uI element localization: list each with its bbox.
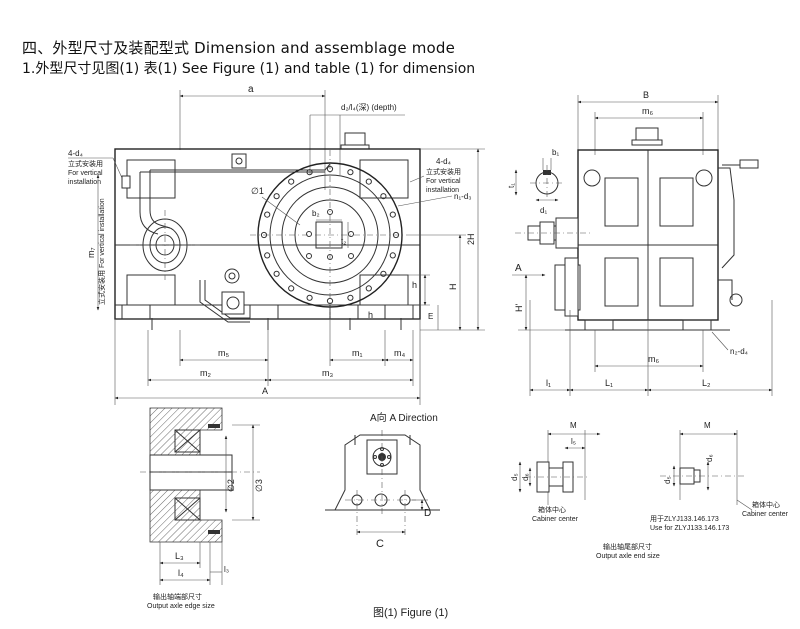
flange-bolt-hole <box>273 270 280 277</box>
dim-phi3: ∅3 <box>254 479 264 492</box>
dim-m4: m₄ <box>394 348 405 358</box>
flange-bolt-hole <box>288 178 295 185</box>
center-cn-right: 箱体中心 <box>752 500 780 509</box>
flange-bolt-hole <box>347 294 354 301</box>
section-title: 四、外型尺寸及装配型式 Dimension and assemblage mod… <box>22 39 456 57</box>
dim-d6-left: d₆ <box>521 473 530 481</box>
end-caption-cn: 输出轴尾部尺寸 <box>603 542 652 551</box>
flange-bolt-holes <box>260 165 400 305</box>
flange-bolt-hole <box>347 169 354 176</box>
dim-M-left: M <box>570 421 577 430</box>
use-for-cn: 用于ZLYJ133.146.173 <box>650 515 719 523</box>
dim-b1: b₁ <box>552 148 559 157</box>
flange-bolt-hole <box>389 211 396 218</box>
flange-bolt-hole <box>264 252 271 259</box>
label-n2d4: n₂-d₄ <box>730 347 748 356</box>
label-phi1: ∅1 <box>251 186 264 196</box>
use-for-en: Use for ZLYJ133.146.173 <box>650 525 729 532</box>
dim-B: B <box>643 90 649 100</box>
dim-L2: L₂ <box>702 378 711 388</box>
flange-bolt-hole <box>365 285 372 292</box>
dim-l5: l₅ <box>571 437 576 446</box>
dim-m5: m₅ <box>218 348 229 358</box>
dim-phi2: ∅2 <box>226 479 236 492</box>
flange-bolt-hole <box>380 193 387 200</box>
dim-d6-right: d₆ <box>705 454 714 462</box>
flange-bolt-hole <box>264 211 271 218</box>
note-vertical-rotated: 立式安装用 For vertical installation <box>97 198 106 305</box>
dim-m6-top: m₆ <box>642 106 653 116</box>
side-view: B m₆ b₁ t₁ <box>507 90 773 396</box>
flange-bolt-hole <box>306 294 313 301</box>
label-4d4-right: 4-d₄ <box>436 157 451 166</box>
flange-bolt-hole <box>288 285 295 292</box>
dim-E: E <box>428 312 433 321</box>
note-vertical-en1-right: For vertical <box>426 178 461 185</box>
dim-2H: 2H <box>466 233 476 245</box>
edge-caption-cn: 输出轴端部尺寸 <box>153 592 202 601</box>
front-view: a d₂/l₄(深) (depth) <box>68 84 485 405</box>
dim-d2-l4: d₂/l₄(深) (depth) <box>341 103 397 112</box>
dim-d1: d₁ <box>540 206 547 215</box>
edge-detail: ∅2 ∅3 L₃ l₄ l₃ 输出轴端部尺寸 Output axle edge … <box>140 407 264 610</box>
dim-l3: l₃ <box>224 565 229 574</box>
note-vertical-cn-left: 立式安装用 <box>68 159 103 168</box>
flange-bolt-hole <box>273 193 280 200</box>
figure-caption: 图(1) Figure (1) <box>373 606 448 619</box>
flange-bolt-hole <box>365 178 372 185</box>
center-en-right: Cabiner center <box>742 511 789 518</box>
a-direction-title: A向 A Direction <box>370 411 438 424</box>
dim-b2: b₂ <box>312 209 320 218</box>
dim-d5-right: d₅ <box>663 476 672 484</box>
dim-H: H <box>448 284 458 291</box>
dim-m6-bottom: m₆ <box>648 354 659 364</box>
dim-m3: m₃ <box>322 368 333 378</box>
edge-caption-en: Output axle edge size <box>147 603 215 610</box>
note-vertical-en2-right: installation <box>426 187 459 194</box>
flange-bolt-hole <box>306 169 313 176</box>
label-A-arrow: A <box>515 263 522 274</box>
dim-m2: m₂ <box>200 368 211 378</box>
note-vertical-en2-left: installation <box>68 179 101 186</box>
section-subtitle: 1.外型尺寸见图(1) 表(1) See Figure (1) and tabl… <box>22 61 476 77</box>
note-vertical-cn-right: 立式安装用 <box>426 167 461 176</box>
dim-t1: t₁ <box>507 183 516 188</box>
dim-M-right: M <box>704 421 711 430</box>
note-vertical-en1-left: For vertical <box>68 170 103 177</box>
dim-A-overall: A <box>262 386 268 396</box>
dim-L3: L₃ <box>175 551 184 561</box>
dim-m7: m₇ <box>86 247 96 258</box>
dim-d5-left: d₅ <box>510 473 519 481</box>
a-direction-view: A向 A Direction C D <box>325 411 440 550</box>
dim-C: C <box>376 538 384 550</box>
label-4d4-left: 4-d₄ <box>68 149 83 158</box>
end-caption-en: Output axle end size <box>596 553 660 560</box>
dim-h-lower: h <box>368 310 373 320</box>
center-cn-left: 箱体中心 <box>538 505 566 514</box>
dim-t2: t₂ <box>341 237 346 246</box>
flange-bolt-hole <box>389 252 396 259</box>
label-n1d3: n₁-d₃ <box>454 192 472 201</box>
dim-D: D <box>424 508 431 519</box>
dim-H-prime: H' <box>514 304 524 312</box>
dim-m1: m₁ <box>352 348 363 358</box>
end-detail: M l₅ d₅ d₆ 箱体中心 Cabiner center M d₅ d₆ 箱… <box>510 421 789 560</box>
dim-L1: L₁ <box>605 378 613 388</box>
center-en-left: Cabiner center <box>532 516 579 523</box>
flange-bolt-hole <box>380 270 387 277</box>
dim-h-upper: h <box>412 280 417 290</box>
dim-a: a <box>248 84 254 95</box>
dim-l1: l₁ <box>546 378 551 388</box>
dim-l4: l₄ <box>178 568 184 578</box>
